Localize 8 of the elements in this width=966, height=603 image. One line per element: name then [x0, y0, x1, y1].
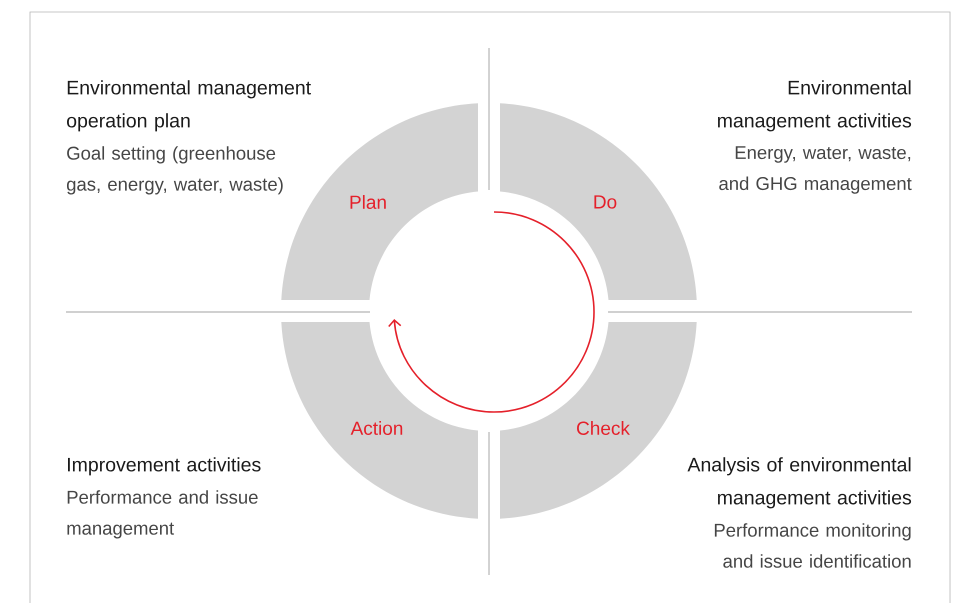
section-description: Energy, water, waste, and GHG management [719, 146, 912, 194]
section-heading: Improvement activities [68, 457, 261, 476]
cycle-segment: Do [500, 103, 697, 300]
section-description: Performance monitoring and issue identification [714, 523, 911, 568]
section-description: Goal setting (greenhouse gas, energy, water, waste) [67, 146, 283, 194]
section-heading: Environmental management activities [718, 80, 912, 132]
section-description: Performance and issue management [67, 490, 258, 538]
cycle-segment: Action [281, 322, 478, 519]
